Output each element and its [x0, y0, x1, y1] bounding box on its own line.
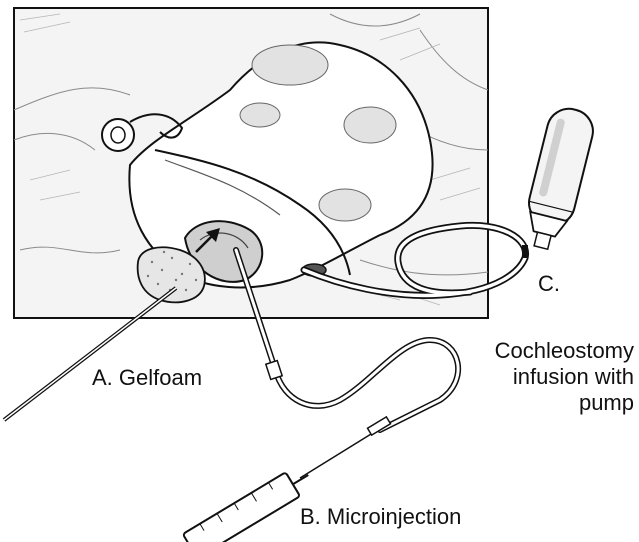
label-pump-line-1: Cochleostomy: [466, 338, 634, 364]
label-cochleostomy-pump: Cochleostomy infusion with pump: [466, 338, 634, 416]
label-gelfoam: A. Gelfoam: [92, 365, 202, 391]
label-pump-line-3: pump: [466, 390, 634, 416]
pump-icon: [519, 104, 598, 253]
label-pump-line-2: infusion with: [466, 364, 634, 390]
label-microinjection: B. Microinjection: [300, 504, 461, 530]
label-c: C.: [538, 271, 560, 297]
